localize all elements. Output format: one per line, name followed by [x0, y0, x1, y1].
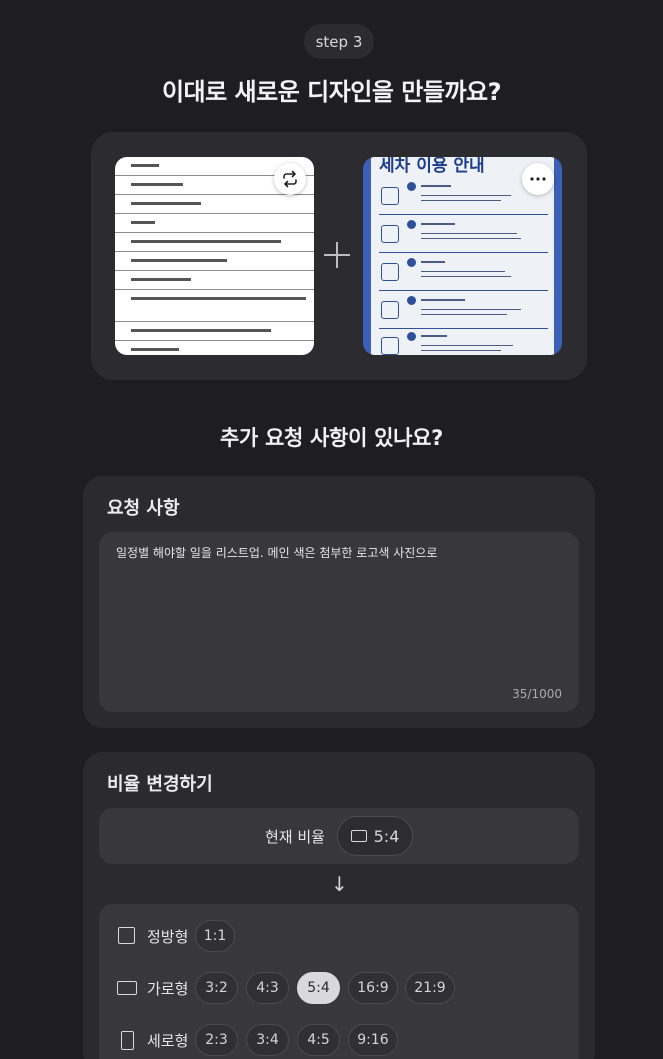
- step-badge: step 3: [304, 24, 374, 59]
- poster-text-line: [421, 335, 447, 337]
- current-ratio-box: 현재 비율 5:4: [99, 808, 579, 864]
- doc-line: [115, 341, 314, 355]
- compose-preview-card: 세차 이용 안내: [91, 132, 587, 380]
- doc-line: [115, 252, 314, 271]
- poster-text-line: [421, 238, 521, 239]
- ratio-chip[interactable]: 21:9: [405, 972, 455, 1004]
- doc-line: [115, 176, 314, 195]
- ratio-chip[interactable]: 1:1: [195, 920, 235, 952]
- poster-text-line: [421, 195, 511, 196]
- counter-current: 35: [512, 687, 528, 701]
- ratio-chip[interactable]: 16:9: [348, 972, 398, 1004]
- arrow-down-icon: ↓: [331, 872, 348, 896]
- poster-preview: 세차 이용 안내: [371, 157, 554, 355]
- poster-row: [379, 255, 548, 291]
- doc-line: [115, 157, 314, 176]
- poster-row: [379, 217, 548, 253]
- reference-poster-thumbnail[interactable]: 세차 이용 안내: [363, 157, 562, 355]
- poster-number: [407, 296, 416, 305]
- poster-text-line: [421, 350, 501, 351]
- ratio-chip[interactable]: 4:5: [297, 1024, 340, 1056]
- spray-icon: [381, 263, 399, 281]
- parking-icon: [381, 187, 399, 205]
- doc-line: [115, 322, 314, 341]
- ratio-option-label: 가로형: [147, 980, 189, 998]
- swap-icon: [283, 170, 297, 188]
- ratio-option-label: 정방형: [147, 928, 189, 946]
- plus-icon: [324, 242, 350, 268]
- square-shape-icon: [118, 927, 135, 944]
- ratio-chip[interactable]: 9:16: [348, 1024, 398, 1056]
- poster-text-line: [421, 185, 451, 187]
- character-counter: 35/1000: [512, 687, 562, 701]
- payment-icon: [381, 225, 399, 243]
- poster-title: 세차 이용 안내: [379, 157, 485, 176]
- ratio-chip-selected[interactable]: 5:4: [297, 972, 340, 1004]
- poster-text-line: [421, 345, 513, 346]
- doc-line: [115, 271, 314, 290]
- ratio-chip[interactable]: 4:3: [246, 972, 289, 1004]
- request-textarea[interactable]: 일정별 해야할 일을 리스트업. 메인 색은 첨부한 로고색 사진으로: [99, 532, 579, 712]
- ratio-panel: 비율 변경하기 현재 비율 5:4 ↓ 정방형 1:1 가로형 3:2 4:3 …: [83, 752, 595, 1059]
- more-options-button[interactable]: [522, 163, 554, 195]
- request-section-title: 추가 요청 사항이 있나요?: [219, 426, 444, 450]
- ratio-chip[interactable]: 3:2: [195, 972, 238, 1004]
- doc-line: [115, 290, 314, 322]
- request-panel: 요청 사항 일정별 해야할 일을 리스트업. 메인 색은 첨부한 로고색 사진으…: [83, 476, 595, 728]
- cleanup-icon: [381, 337, 399, 355]
- poster-number: [407, 332, 416, 341]
- poster-number: [407, 182, 416, 191]
- ratio-chip[interactable]: 2:3: [195, 1024, 238, 1056]
- poster-text-line: [421, 309, 521, 310]
- poster-text-line: [421, 299, 465, 301]
- poster-text-line: [421, 200, 501, 201]
- poster-text-line: [421, 223, 455, 225]
- poster-text-line: [421, 261, 445, 263]
- current-ratio-chip: 5:4: [337, 816, 413, 856]
- portrait-shape-icon: [121, 1031, 134, 1050]
- current-ratio-value: 5:4: [373, 826, 400, 846]
- brush-icon: [381, 301, 399, 319]
- ratio-label: 비율 변경하기: [107, 774, 213, 795]
- poster-text-line: [421, 271, 505, 272]
- counter-max: /1000: [527, 687, 562, 701]
- poster-text-line: [421, 233, 517, 234]
- ratio-option-label: 세로형: [147, 1032, 189, 1050]
- poster-text-line: [421, 276, 511, 277]
- landscape-shape-icon: [350, 830, 367, 842]
- more-icon: [530, 177, 546, 181]
- current-ratio-label: 현재 비율: [265, 828, 325, 846]
- poster-number: [407, 258, 416, 267]
- doc-line: [115, 214, 314, 233]
- poster-text-line: [421, 314, 507, 315]
- poster-row: [379, 293, 548, 329]
- landscape-shape-icon: [117, 981, 137, 995]
- poster-row: [379, 329, 548, 355]
- ratio-chip[interactable]: 3:4: [246, 1024, 289, 1056]
- swap-button[interactable]: [274, 163, 306, 195]
- doc-line: [115, 195, 314, 214]
- ratio-options: 정방형 1:1 가로형 3:2 4:3 5:4 16:9 21:9 세로형 2:…: [99, 904, 579, 1059]
- poster-number: [407, 220, 416, 229]
- page-title: 이대로 새로운 디자인을 만들까요?: [161, 78, 502, 106]
- poster-row: [379, 179, 548, 215]
- doc-line: [115, 233, 314, 252]
- source-document-thumbnail[interactable]: [115, 157, 314, 355]
- request-label: 요청 사항: [107, 498, 180, 519]
